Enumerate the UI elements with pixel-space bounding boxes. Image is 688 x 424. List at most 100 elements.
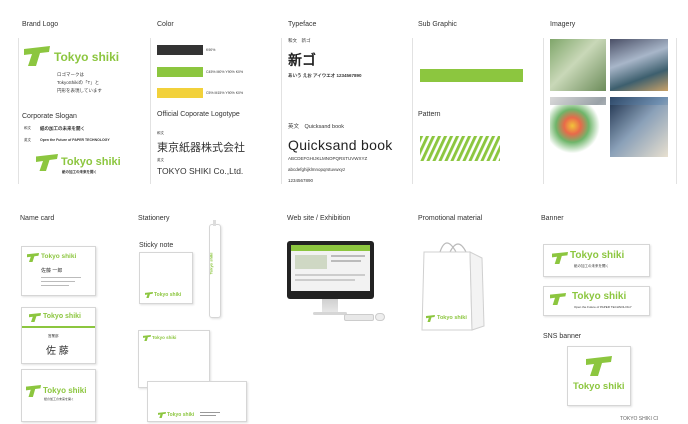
logo-tagline: 紙の加工の未来を開く xyxy=(574,264,609,268)
divider xyxy=(18,38,19,184)
pen-tip xyxy=(213,220,216,226)
card-name-big: 佐 藤 xyxy=(46,346,69,357)
imagery-photo-machine xyxy=(610,39,668,91)
card-accent-line xyxy=(22,326,95,328)
imagery-photo-plant xyxy=(550,39,606,91)
logotype-jp: 東京紙器株式会社 xyxy=(157,142,245,154)
typeface-upper: ABCDEFGHIJKLMNOPQRSTUVWXYZ xyxy=(288,156,368,161)
slogan-jp: 紙の加工の未来を開く xyxy=(40,126,85,131)
divider xyxy=(150,38,151,184)
t-logo-icon xyxy=(426,315,435,322)
color-swatch-dark xyxy=(157,45,203,55)
typeface-en-sample-big: Quicksand book xyxy=(288,137,393,153)
banner-slogan-en: Open the Future of PAPER TECHNOLOGY xyxy=(574,305,632,309)
imagery-photo-popup-card xyxy=(550,105,606,157)
section-title-sticky-note: Sticky note xyxy=(139,242,174,249)
envelope-text-line xyxy=(200,415,216,416)
section-title-color: Color xyxy=(157,21,174,28)
section-title-banner: Banner xyxy=(541,215,564,222)
logo-with-slogan: Tokyo shiki 紙の加工の未来を開く xyxy=(36,154,136,180)
typeface-jp-sample: あいう えお アイウエオ 1234567890 xyxy=(288,73,362,78)
color-spec: K90% xyxy=(206,48,216,52)
website-text xyxy=(331,255,365,257)
t-logo-icon xyxy=(158,412,166,418)
envelope-text-line xyxy=(200,412,220,413)
logo-wordmark: Tokyo shiki xyxy=(41,253,77,260)
website-header xyxy=(291,245,370,251)
logo-tagline: 紙の加工の未来を開く xyxy=(44,397,75,401)
monitor-screen xyxy=(291,245,370,291)
section-title-stationery: Stationery xyxy=(138,215,170,222)
divider xyxy=(676,38,677,184)
t-logo-icon xyxy=(27,253,39,262)
sticky-note: Tokyo shiki xyxy=(139,252,193,304)
website-text xyxy=(331,260,361,262)
section-title-logotype: Official Coporate Logotype xyxy=(157,111,240,118)
monitor-base xyxy=(313,312,347,315)
name-card-front: Tokyo shiki 佐藤 一郎 xyxy=(21,246,96,296)
logo-wordmark: Tokyo shiki xyxy=(572,291,627,302)
paper-bag xyxy=(421,242,485,331)
card-name: 佐藤 一郎 xyxy=(41,268,63,274)
logo-description-line: 円形を表現しています xyxy=(57,88,102,93)
card-line xyxy=(41,281,75,282)
logotype-en-label: 英文 xyxy=(157,158,164,162)
logo-wordmark: Tokyo shiki xyxy=(437,315,467,321)
website-text xyxy=(295,279,355,281)
section-title-name-card: Name card xyxy=(20,215,55,222)
color-swatch-yellow xyxy=(157,88,203,98)
t-logo-icon xyxy=(26,385,41,397)
logotype-jp-label: 和文 xyxy=(157,131,164,135)
section-title-typeface: Typeface xyxy=(288,21,317,28)
section-title-web: Web site / Exhibition xyxy=(287,215,351,222)
section-title-corporate-slogan: Corporate Slogan xyxy=(22,113,77,120)
logotype-en: TOKYO SHIKI Co.,Ltd. xyxy=(157,166,244,176)
sns-banner: Tokyo shiki xyxy=(567,346,631,406)
t-logo-icon xyxy=(550,293,566,305)
t-logo-icon xyxy=(145,292,153,298)
divider xyxy=(412,38,413,184)
card-line xyxy=(41,277,81,278)
logo-wordmark: Tokyo shiki xyxy=(61,156,121,168)
typeface-en-label: 英文 Quicksand book xyxy=(288,124,344,130)
slogan-en-label: 英文 xyxy=(24,138,31,142)
logo-description-line: ロゴマークは xyxy=(57,72,84,77)
banner-jp: Tokyo shiki 紙の加工の未来を開く xyxy=(543,244,650,277)
divider xyxy=(281,38,282,184)
footer-text: TOKYO SHIKI CI xyxy=(620,416,659,422)
slogan-jp-label: 和文 xyxy=(24,126,31,130)
t-logo-icon xyxy=(36,154,58,171)
website-text xyxy=(295,274,365,276)
section-title-sub-graphic: Sub Graphic xyxy=(418,21,457,28)
slogan-en: Open the Future of PAPER TECHNOLOGY xyxy=(40,138,110,142)
t-logo-icon xyxy=(24,46,50,66)
logo-description-line: TokyoShikiの「T」と xyxy=(57,80,100,85)
typeface-jp-sample-big: 新ゴ xyxy=(288,52,316,68)
logo-wordmark: Tokyo shiki xyxy=(43,313,81,320)
section-title-pattern: Pattern xyxy=(418,111,441,118)
t-logo-icon xyxy=(552,252,568,264)
logo-wordmark: Tokyo shiki xyxy=(152,335,177,340)
mouse xyxy=(375,313,385,321)
typeface-jp-label: 和文 新ゴ xyxy=(288,38,311,43)
logo-wordmark: Tokyo shiki xyxy=(573,381,625,392)
section-title-sns-banner: SNS banner xyxy=(543,333,582,340)
logo-wordmark: Tokyo shiki xyxy=(570,250,625,261)
logo-wordmark: Tokyo shiki xyxy=(208,252,214,275)
section-title-imagery: Imagery xyxy=(550,21,576,28)
section-title-brand-logo: Brand Logo xyxy=(22,21,59,28)
monitor xyxy=(287,241,374,299)
name-card-back: Tokyo shiki 紙の加工の未来を開く xyxy=(21,369,96,422)
color-spec: C45% M0% Y90% K0% xyxy=(206,70,244,74)
section-title-promo: Promotional material xyxy=(418,215,483,222)
t-logo-icon xyxy=(586,356,612,376)
website-hero xyxy=(295,255,327,269)
t-logo-icon xyxy=(143,335,151,341)
divider xyxy=(543,38,544,184)
logo-wordmark: Tokyo shiki xyxy=(43,386,87,395)
color-swatch-green xyxy=(157,67,203,77)
pen: Tokyo shiki xyxy=(208,220,221,318)
typeface-lower: abcdefghijklmnopqrstuvwxyz xyxy=(288,167,346,172)
stripe-pattern xyxy=(420,136,500,161)
envelope: Tokyo shiki xyxy=(147,381,247,422)
